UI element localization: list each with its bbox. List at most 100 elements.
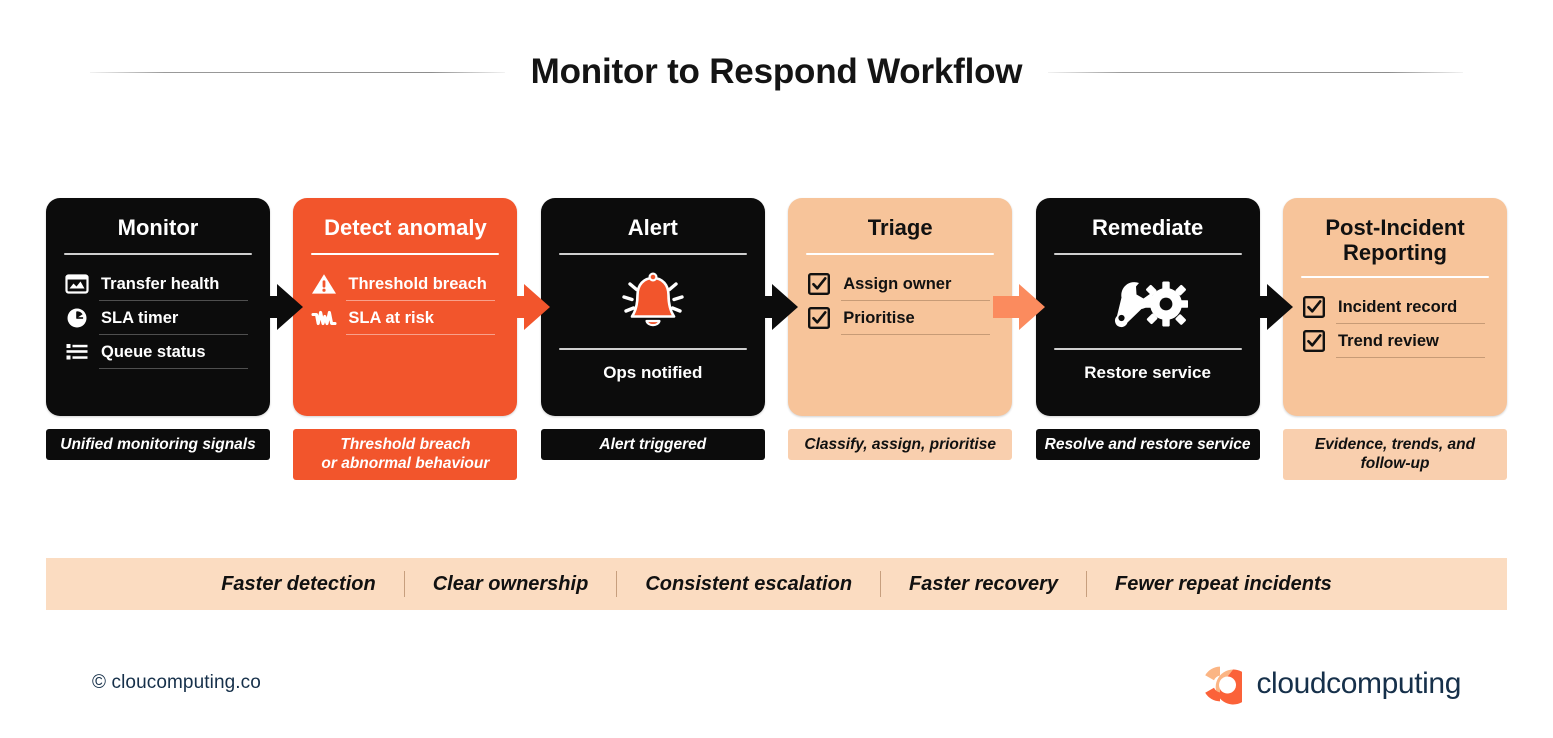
clock-icon <box>64 305 90 331</box>
step-feature-label: Prioritise <box>843 308 915 327</box>
benefit-item: Faster detection <box>221 572 376 595</box>
step-feature-label: Transfer health <box>101 274 220 293</box>
flow-arrow-monitor <box>251 284 303 330</box>
waveform-icon <box>311 305 337 331</box>
step-title: Alert <box>627 215 678 240</box>
dashboard-chart-icon <box>64 271 90 297</box>
logo-wordmark: cloudcomputing <box>1256 667 1461 700</box>
step-feature-item: Assign owner <box>804 268 996 301</box>
step-feature-label: SLA at risk <box>348 308 434 327</box>
step-foot-label: Restore service <box>1084 363 1211 382</box>
step-caption-remediate: Resolve and restore service <box>1035 429 1260 461</box>
step-feature-item: SLA at risk <box>309 302 501 335</box>
step-title: Post-Incident Reporting <box>1325 215 1465 265</box>
step-divider <box>1053 253 1242 255</box>
benefit-item: Fewer repeat incidents <box>1115 572 1332 595</box>
checkbox-checked-icon <box>1301 328 1327 354</box>
step-title: Triage <box>867 215 933 240</box>
step-feature-label: Trend review <box>1338 331 1439 350</box>
step-feature-underline <box>99 368 248 369</box>
step-divider <box>1301 276 1489 279</box>
warning-triangle-icon <box>311 271 337 297</box>
step-feature-item: Incident record <box>1299 291 1491 325</box>
flow-arrow-remediate <box>1240 284 1293 330</box>
wrench-gear-icon <box>1052 268 1244 340</box>
step-feature-underline <box>1336 357 1485 359</box>
step-feature-item: SLA timer <box>62 302 254 335</box>
step-feature-label: Incident record <box>1338 297 1458 316</box>
step-feature-underline <box>346 300 496 301</box>
benefit-item: Faster recovery <box>909 572 1059 595</box>
step-feature-label: Assign owner <box>843 274 952 293</box>
step-feature-underline <box>841 300 991 301</box>
brand-logo: cloudcomputing <box>1198 662 1461 706</box>
title-rule-right <box>1048 71 1463 73</box>
step-feature-item: Prioritise <box>804 302 996 335</box>
step-divider <box>558 253 747 255</box>
step-title: Monitor <box>117 215 199 240</box>
benefit-separator <box>1086 571 1088 597</box>
flow-arrow-detect-anomaly <box>498 284 551 330</box>
flow-arrow-alert <box>745 284 798 330</box>
step-caption-monitor: Unified monitoring signals <box>46 429 270 461</box>
title-rule-left <box>90 71 505 73</box>
benefit-separator <box>403 571 405 597</box>
cloudcomputing-c-logo-icon <box>1198 662 1252 706</box>
checkbox-checked-icon <box>1301 294 1327 320</box>
ringing-bell-icon <box>557 268 749 340</box>
step-feature-underline <box>99 300 248 301</box>
benefits-bar: Faster detection Clear ownership Consisten… <box>46 558 1507 610</box>
step-caption-alert: Alert triggered <box>540 429 765 461</box>
title-bar: Monitor to Respond Workflow <box>0 42 1553 102</box>
step-feature-label: Queue status <box>101 342 206 361</box>
step-feature-item: Trend review <box>1299 325 1491 359</box>
step-divider-lower <box>1053 348 1242 350</box>
step-foot-label: Ops notified <box>603 363 703 382</box>
benefit-item: Consistent escalation <box>645 572 853 595</box>
step-caption-triage: Classify, assign, prioritise <box>788 429 1013 461</box>
step-feature-item: Transfer health <box>62 268 254 301</box>
checkbox-checked-icon <box>806 271 832 297</box>
step-caption-post-incident-reporting: Evidence, trends, and follow-up <box>1283 429 1507 480</box>
step-feature-underline <box>99 334 248 335</box>
benefit-separator <box>616 571 618 597</box>
step-divider <box>64 253 252 255</box>
step-divider <box>311 253 500 255</box>
step-feature-label: Threshold breach <box>348 274 487 293</box>
step-divider-lower <box>558 348 747 350</box>
copyright-text: © cloucomputing.co <box>92 672 261 693</box>
step-feature-underline <box>346 334 496 335</box>
step-divider <box>806 253 995 255</box>
step-feature-underline <box>841 334 991 335</box>
benefit-separator <box>880 571 882 597</box>
benefit-item: Clear ownership <box>432 572 589 595</box>
checkbox-checked-icon <box>806 305 832 331</box>
step-feature-item: Queue status <box>62 336 254 369</box>
queue-list-icon <box>64 339 90 365</box>
step-title: Detect anomaly <box>324 215 487 240</box>
step-feature-underline <box>1336 323 1485 325</box>
step-title: Remediate <box>1091 215 1204 240</box>
step-feature-item: Threshold breach <box>309 268 501 301</box>
flow-arrow-triage <box>993 284 1046 330</box>
page-title: Monitor to Respond Workflow <box>530 52 1023 91</box>
step-feature-label: SLA timer <box>101 308 179 327</box>
